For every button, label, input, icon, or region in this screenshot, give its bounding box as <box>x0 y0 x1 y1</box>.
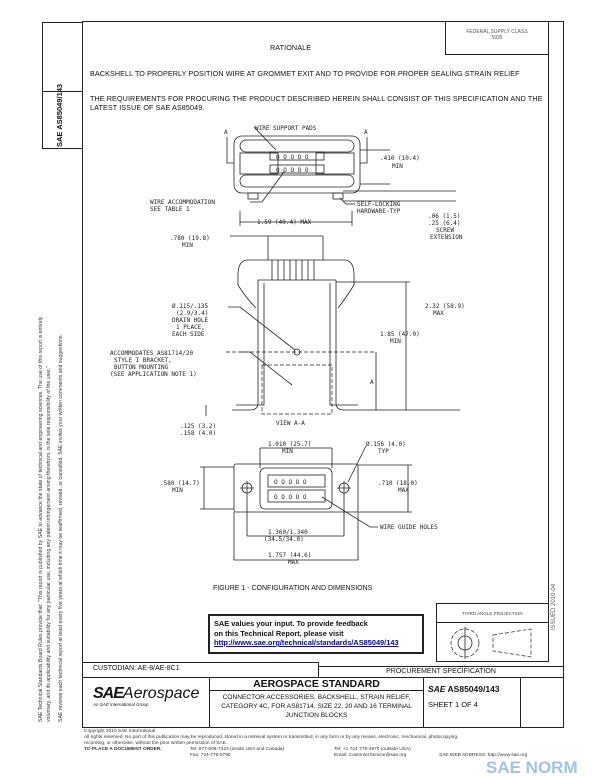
aerospace-standard-heading: AEROSPACE STANDARD <box>210 678 423 691</box>
dim-410-min: MIN <box>392 163 403 170</box>
top-pins-2: O O O O O <box>276 167 309 174</box>
dim-232-max: MAX <box>433 310 444 317</box>
wire-accommodation-label: WIRE ACCOMMODATION <box>150 199 215 206</box>
logo-subtitle: An SAE International Group <box>93 702 149 707</box>
footer-rights-2: recording, or otherwise, without the pri… <box>84 741 228 746</box>
document-title: CONNECTOR ACCESSORIES, BACKSHELL, STRAIN… <box>221 694 412 719</box>
rationale-heading: RATIONALE <box>270 43 312 52</box>
footer-email: Email: CustomerService@sae.org <box>334 753 407 758</box>
dim-1757: 1.757 (44.6) <box>268 552 311 559</box>
logo-cell: SAEAerospace An SAE International Group <box>82 677 210 728</box>
side-doc-box: SAE AS85049/143 <box>42 22 83 149</box>
dim-1360: 1.360/1.340 <box>268 529 308 536</box>
requirements-text: THE REQUIREMENTS FOR PROCURING THE PRODU… <box>90 94 543 112</box>
dim-156: Ø.156 (4.0) <box>366 441 406 448</box>
drain-hole-side: EACH SIDE <box>172 331 205 338</box>
sae-aerospace-logo: SAEAerospace <box>93 685 200 702</box>
footer-rights: All rights reserved. No part of this pub… <box>84 735 459 740</box>
accommodates-label-2: STYLE I BRACKET, <box>114 357 172 364</box>
fsc-value: 5935 <box>491 35 503 41</box>
drain-hole-place: 1 PLACE, <box>176 324 205 331</box>
drain-hole-label: DRAIN HOLE <box>172 317 209 324</box>
drain-hole-dim-2: (2.9/3.4) <box>176 310 209 317</box>
doc-id: AS85049/143 <box>447 684 500 694</box>
sheet-number: SHEET 1 OF 4 <box>428 700 478 709</box>
section-mark-a-left: A <box>224 129 228 136</box>
footer-fax: Fax: 724-776-0790 <box>190 753 231 758</box>
footer-tel-intl: Tel: +1 724-776-4970 (outside USA) <box>334 747 411 752</box>
dim-125: .125 (3.2) <box>180 423 216 430</box>
view-aa-label: VIEW A-A <box>276 420 305 427</box>
doc-id-cell: SAE AS85049/143 SHEET 1 OF 4 <box>423 677 521 728</box>
section-view-aa: 1.59 (40.4) MAX .780 (19.8) MIN Ø.115/.1… <box>110 211 465 437</box>
dim-410: .410 (10.4) <box>380 155 420 162</box>
projection-box: THIRD ANGLE PROJECTION <box>436 603 549 662</box>
fsc-box: FEDERAL SUPPLY CLASS 5935 <box>445 21 549 55</box>
dim-580-min: MIN <box>172 487 183 494</box>
watermark-logo: SAE NORM <box>486 758 578 777</box>
dim-780-min: MIN <box>182 242 193 249</box>
footer-tel-us: Tel: 877-606-7323 (inside USA and Canada… <box>190 747 285 752</box>
sae-small-logo: SAE <box>428 684 446 694</box>
right-strip <box>548 21 549 662</box>
dim-710: .710 (18.0) <box>378 480 418 487</box>
dim-1010: 1.010 (25.7) <box>268 441 311 448</box>
projection-label: THIRD ANGLE PROJECTION <box>437 604 548 623</box>
footer: Copyright 2010 SAE International All rig… <box>84 729 584 759</box>
dim-232: 2.32 (58.9) <box>425 303 465 310</box>
dim-159: 1.59 (40.4) MAX <box>257 219 312 226</box>
dim-25: .25 (6.4) <box>428 220 461 227</box>
see-table-label: SEE TABLE I <box>150 206 190 213</box>
title-cell: AEROSPACE STANDARD CONNECTOR ACCESSORIES… <box>209 677 424 728</box>
accommodates-label-3: BUTTON MOUNTING <box>114 364 169 371</box>
footer-web[interactable]: SAE WEB ADDRESS: http://www.sae.org <box>439 753 528 758</box>
self-locking-label: SELF-LOCKING <box>357 201 401 208</box>
footer-copyright: Copyright 2010 SAE International <box>84 729 156 734</box>
bottom-pins-1: O O O O O <box>274 479 307 486</box>
technical-drawing: O O O O O O O O O O A A WIRE SUPPORT PAD… <box>110 125 465 566</box>
dim-156-typ: TYP <box>378 448 389 455</box>
screw-label: SCREW <box>436 227 454 234</box>
section-mark-a-right: A <box>364 129 368 136</box>
dim-158: .158 (4.0) <box>180 430 216 437</box>
dim-185: 1.85 (47.0) <box>380 331 420 338</box>
dim-185-min: MIN <box>390 338 401 345</box>
dim-1757-max: MAX <box>288 559 299 566</box>
procurement-label: PROCUREMENT SPECIFICATION <box>386 668 496 675</box>
figure-caption: FIGURE 1 - CONFIGURATION AND DIMENSIONS <box>213 585 373 592</box>
drain-hole-dim-1: Ø.115/.135 <box>172 303 209 310</box>
feedback-line-2: on this Technical Report, please visit <box>214 628 344 638</box>
footer-order: TO PLACE A DOCUMENT ORDER: <box>84 747 162 752</box>
fsc-label: FEDERAL SUPPLY CLASS <box>466 29 528 35</box>
wire-support-pads-label: WIRE SUPPORT PADS <box>255 125 317 132</box>
dim-780: .780 (19.8) <box>170 235 210 242</box>
feedback-box: SAE values your input. To provide feedba… <box>208 614 424 654</box>
bottom-view: O O O O O O O O O O 1.010 (25.7) MIN Ø.1… <box>160 441 438 566</box>
dim-a: A <box>370 379 374 386</box>
dim-06: .06 (1.5) <box>428 213 461 220</box>
projection-symbol-icon <box>450 627 532 659</box>
wire-guide-holes-label: WIRE GUIDE HOLES <box>380 524 438 531</box>
top-view: O O O O O O O O O O A A WIRE SUPPORT PAD… <box>150 125 463 241</box>
custodian-cell: CUSTODIAN: AE-8/AE-8C1 <box>82 662 319 678</box>
feedback-link[interactable]: http://www.sae.org/technical/standards/A… <box>214 638 399 647</box>
rationale-text: BACKSHELL TO PROPERLY POSITION WIRE AT G… <box>90 69 520 78</box>
extension-label: EXTENSION <box>430 234 463 241</box>
dim-1010-min: MIN <box>282 448 293 455</box>
hardware-typ-label: HARDWARE-TYP <box>357 208 401 215</box>
accommodates-label-1: ACCOMMODATES AS81714/20 <box>110 350 193 357</box>
bottom-pins-2: O O O O O <box>274 494 307 501</box>
feedback-line-1: SAE values your input. To provide feedba… <box>214 619 368 628</box>
dim-710-max: MAX <box>398 487 409 494</box>
dim-580: .580 (14.7) <box>160 480 200 487</box>
custodian-label: CUSTODIAN: AE-8/AE-8C1 <box>93 665 180 672</box>
top-pins: O O O O O <box>276 154 309 161</box>
dim-1360-mm: (34.5/34.0) <box>264 536 304 543</box>
accommodates-label-4: (SEE APPLICATION NOTE 1) <box>110 371 197 378</box>
